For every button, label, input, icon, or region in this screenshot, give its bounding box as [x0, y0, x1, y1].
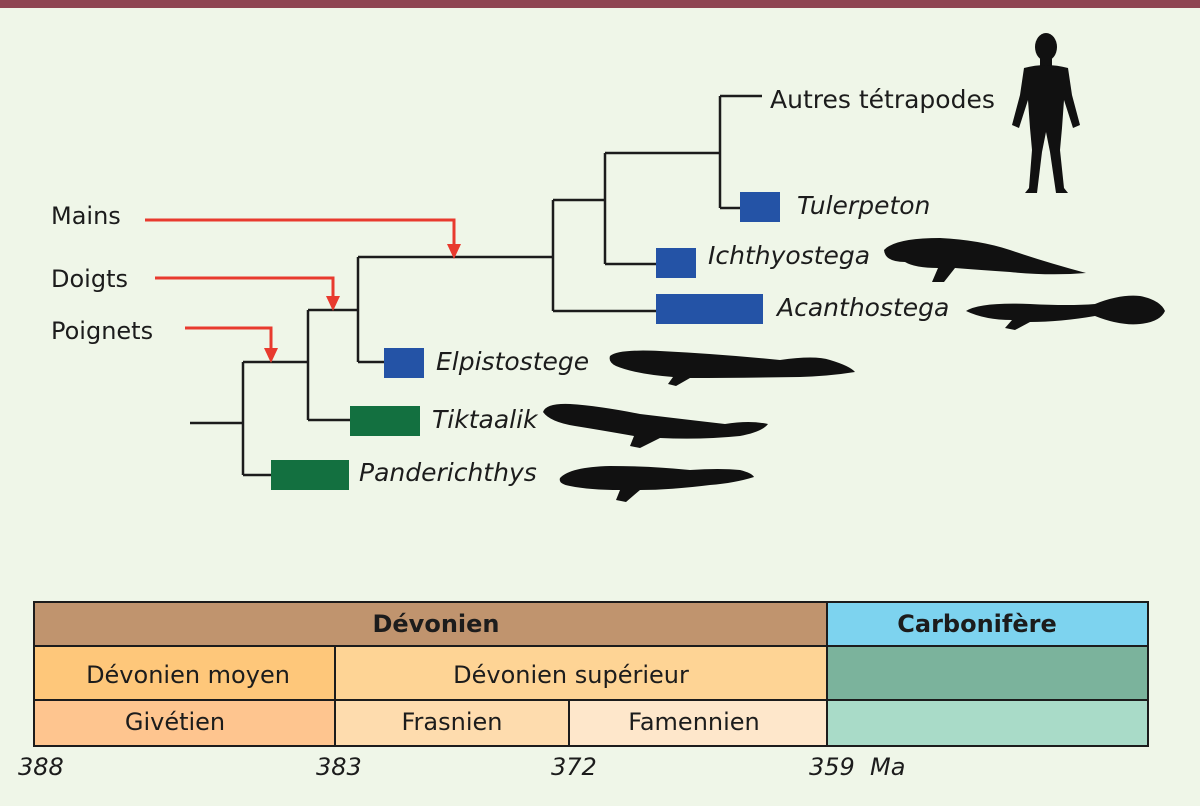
taxon-label-acanthostega: Acanthostega	[775, 293, 949, 322]
label-frasnian: Frasnien	[402, 708, 503, 736]
cell-carboniferous-epoch	[826, 645, 1149, 701]
label-famennian: Famennien	[628, 708, 760, 736]
cell-carboniferous	[826, 601, 1149, 647]
human-silhouette-icon	[1012, 33, 1080, 193]
panderichthys-silhouette-icon	[559, 466, 754, 502]
cell-carboniferous-stage	[826, 699, 1149, 747]
tick-359: 359	[809, 753, 855, 781]
cell-upper-devonian	[334, 645, 828, 701]
cell-frasnian	[334, 699, 570, 747]
range-bar-tulerpeton	[740, 192, 780, 222]
trait-label-fingers: Doigts	[51, 265, 128, 293]
arrow-hands	[145, 218, 456, 247]
label-givetian: Givétien	[125, 708, 225, 736]
tick-372: 372	[551, 753, 597, 781]
taxon-label-ichthyostega: Ichthyostega	[708, 241, 870, 270]
tiktaalik-silhouette-icon	[543, 403, 768, 448]
tick-383: 383	[316, 753, 362, 781]
taxon-label-elpistostege: Elpistostege	[436, 347, 589, 376]
tick-unit: Ma	[870, 753, 905, 781]
timescale-table: Dévonien Carbonifère Dévonien moyen Dévo…	[33, 601, 1149, 747]
trait-label-wrists: Poignets	[51, 317, 153, 345]
arrowhead-fingers	[326, 296, 340, 311]
ichthyostega-silhouette-icon	[884, 238, 1086, 282]
label-middle-devonian: Dévonien moyen	[86, 661, 290, 689]
arrowhead-hands	[447, 244, 461, 259]
range-bar-ichthyostega	[656, 248, 696, 278]
tick-388: 388	[18, 753, 64, 781]
arrowhead-wrists	[264, 348, 278, 363]
range-bar-panderichthys	[271, 460, 349, 490]
range-bar-tiktaalik	[350, 406, 420, 436]
elpistostege-silhouette-icon	[609, 350, 855, 386]
taxon-label-other-tetrapods: Autres tétrapodes	[770, 85, 995, 114]
arrow-wrists	[185, 326, 273, 351]
taxon-label-tulerpeton: Tulerpeton	[797, 191, 930, 220]
label-carboniferous: Carbonifère	[897, 610, 1056, 638]
taxon-label-tiktaalik: Tiktaalik	[432, 405, 539, 434]
cell-devonian	[33, 601, 828, 647]
range-bar-elpistostege	[384, 348, 424, 378]
trait-arrows	[145, 218, 461, 363]
trait-label-hands: Mains	[51, 202, 121, 230]
taxon-label-panderichthys: Panderichthys	[359, 458, 537, 487]
label-devonian: Dévonien	[372, 610, 499, 638]
top-border	[0, 0, 1200, 8]
acanthostega-silhouette-icon	[966, 295, 1165, 330]
range-bar-acanthostega	[656, 294, 763, 324]
label-upper-devonian: Dévonien supérieur	[453, 661, 689, 689]
arrow-fingers	[155, 276, 335, 299]
cladogram-tree	[190, 94, 762, 477]
cell-givetian	[33, 699, 336, 747]
